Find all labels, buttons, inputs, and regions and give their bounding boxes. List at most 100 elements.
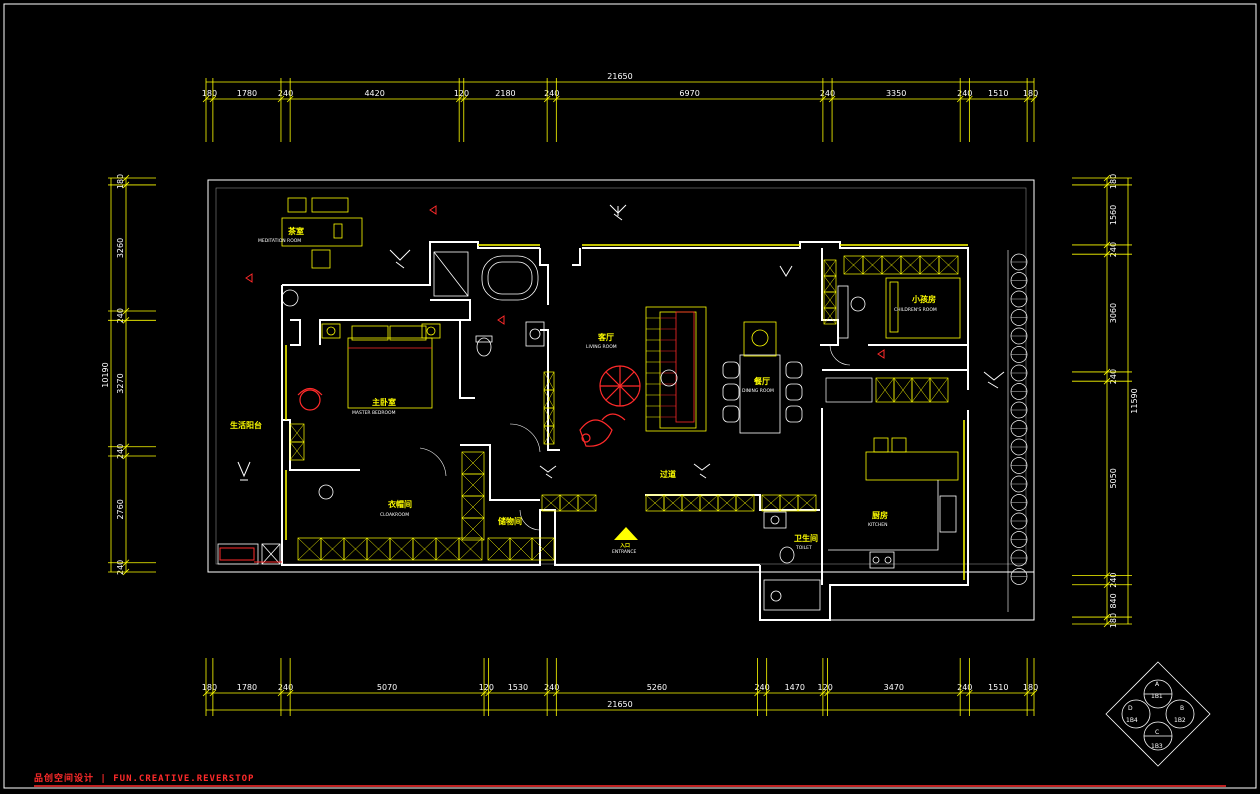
balcony-washer <box>217 289 334 565</box>
dimension-label: 240 <box>820 89 835 98</box>
dining-island <box>743 321 777 357</box>
site-boundary-extension <box>759 572 1035 621</box>
dimension-label: 2760 <box>116 499 125 519</box>
dimension-label: 180 <box>202 683 217 692</box>
cabinet-cross <box>461 473 485 497</box>
cabinet-cross <box>823 291 837 309</box>
dimension-slash <box>553 95 560 103</box>
dimension-slash <box>202 689 210 697</box>
dimension-slash <box>1023 95 1031 103</box>
dimension-label: 240 <box>1109 572 1118 587</box>
dimension-slash <box>209 95 217 103</box>
dimension-slash <box>1030 689 1038 697</box>
dimension-label: 240 <box>544 683 559 692</box>
dimension-slash <box>1103 572 1111 579</box>
children-wardrobe <box>843 255 959 275</box>
room-label-corridor: 过道 <box>660 469 676 479</box>
cabinet-cross <box>900 255 921 275</box>
dimension-slash <box>1103 581 1111 589</box>
cabinet-unit <box>929 377 949 403</box>
dimension-label: 240 <box>116 560 125 575</box>
storage-cabinets <box>289 259 837 561</box>
kitchen-island <box>865 437 959 481</box>
room-label-kitchen-en: KITCHEN <box>868 522 888 528</box>
children-bed <box>885 277 961 339</box>
room-label-meditation: 茶室 <box>287 226 304 236</box>
dimension-slash <box>286 689 294 697</box>
room-label-cloakroom: 衣帽间 <box>388 499 412 509</box>
dining-chair <box>785 405 803 423</box>
cabinet-cross <box>531 537 555 561</box>
dimension-label: 240 <box>116 308 125 323</box>
dimension-label: 5070 <box>377 683 397 692</box>
dimension-total-label: 11590 <box>1130 388 1139 413</box>
dimension-label: 240 <box>1109 369 1118 384</box>
cabinet-cross <box>761 494 781 512</box>
legend-label-top: A <box>1155 681 1160 688</box>
dimension-slash <box>286 95 294 103</box>
armchair-red <box>297 387 323 411</box>
cabinet-cross <box>717 494 737 512</box>
cabinet-cross <box>541 494 561 512</box>
legend-code-4: 1B4 <box>1126 717 1138 724</box>
cabinet-cross <box>543 389 555 409</box>
dimension-slash <box>956 95 964 103</box>
legend-code-3: 1B3 <box>1151 743 1163 750</box>
legend-label-left: D <box>1128 705 1133 712</box>
cabinet-cross <box>843 255 864 275</box>
site-boundary <box>207 179 1035 573</box>
cabinet-cross <box>543 371 555 391</box>
dimension-slash <box>1030 95 1038 103</box>
dimension-label: 5260 <box>647 683 667 692</box>
dimension-slash <box>122 181 130 189</box>
dimension-slash <box>1103 368 1111 376</box>
room-label-meditation-en: MEDITATION ROOM <box>258 238 301 244</box>
dimension-label: 240 <box>278 683 293 692</box>
dimension-slash <box>1103 620 1111 628</box>
dimension-slash <box>1103 241 1111 249</box>
room-label-cloakroom-en: CLOAKROOM <box>380 512 409 518</box>
dimension-label: 180 <box>1109 174 1118 189</box>
cabinet-cross <box>919 255 940 275</box>
cabinet-cross <box>509 537 533 561</box>
dimension-total-label: 21650 <box>607 700 632 709</box>
dimension-slash <box>122 443 130 451</box>
dimension-label: 180 <box>1023 683 1038 692</box>
dimension-slash <box>122 452 130 460</box>
legend-code-2: 1B2 <box>1174 717 1186 724</box>
dimension-slash <box>202 95 210 103</box>
room-label-children-en: CHILDREN'S ROOM <box>894 307 937 313</box>
dimension-label: 1530 <box>508 683 528 692</box>
dimension-slash <box>122 307 130 315</box>
cabinet-cross <box>389 537 414 561</box>
cabinet-cross <box>366 537 391 561</box>
red-accent-fixtures <box>219 547 282 563</box>
dimension-slash <box>277 689 285 697</box>
sofa-cushion-grid <box>646 317 676 418</box>
cabinet-cross <box>797 494 817 512</box>
cabinet-cross <box>893 377 913 403</box>
cabinet-cross <box>289 423 305 443</box>
dimension-label: 240 <box>1109 242 1118 257</box>
cabinet-cross <box>735 494 755 512</box>
cabinet-cross <box>412 537 437 561</box>
dimension-label: 1510 <box>988 683 1008 692</box>
door-swings <box>419 344 851 531</box>
dimension-label: 240 <box>957 89 972 98</box>
legend-compass <box>1105 661 1211 767</box>
dimension-label: 240 <box>544 89 559 98</box>
room-label-toilet-en: TOILET <box>795 545 812 551</box>
dimension-slash <box>824 689 831 697</box>
dining-chair <box>722 405 740 423</box>
dimension-label: 840 <box>1109 593 1118 608</box>
cabinet-cross <box>543 407 555 427</box>
dimension-label: 240 <box>957 683 972 692</box>
toilet-guest <box>763 511 821 611</box>
dimension-label: 1560 <box>1109 205 1118 225</box>
dimension-slash <box>209 689 217 697</box>
bathtub <box>481 255 539 301</box>
dimension-label: 180 <box>202 89 217 98</box>
dimension-label: 1780 <box>237 89 257 98</box>
windows <box>285 244 968 580</box>
